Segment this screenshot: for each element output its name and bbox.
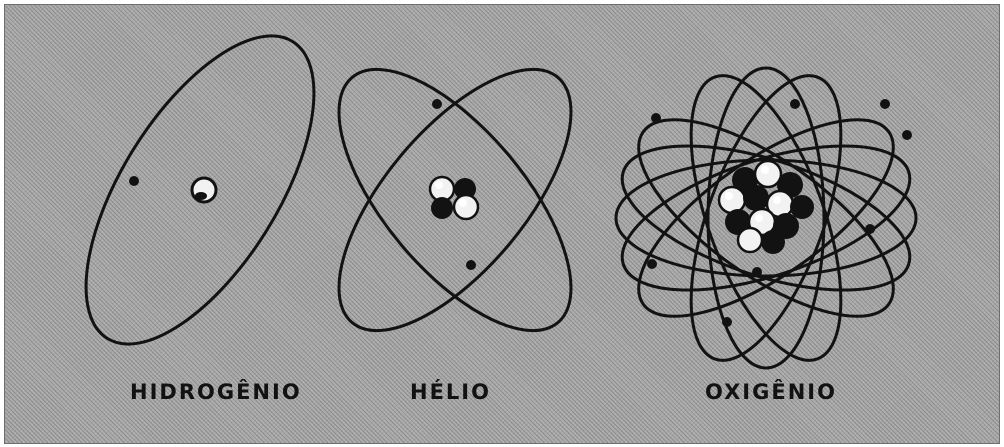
helium-label: HÉLIO (410, 380, 491, 404)
hydrogen-label: HIDROGÊNIO (130, 380, 302, 404)
oxygen-electron-7 (790, 99, 800, 109)
oxygen-electron-1 (651, 113, 661, 123)
oxygen-electron-3 (902, 130, 912, 140)
oxygen-atom (605, 57, 926, 379)
hydrogen-atom (41, 0, 359, 379)
hydrogen-nucleus (192, 178, 216, 202)
oxygen-electron-5 (647, 259, 657, 269)
oxygen-electron-8 (752, 267, 762, 277)
helium-electron-2 (466, 260, 476, 270)
helium-nucleus (430, 177, 478, 219)
oxygen-electron-2 (880, 99, 890, 109)
oxygen-label: OXIGÊNIO (705, 380, 837, 404)
oxygen-electron-6 (722, 317, 732, 327)
oxygen-nucleus (719, 161, 814, 254)
hydrogen-electron (129, 176, 139, 186)
oxygen-electron-4 (865, 224, 875, 234)
helium-electron-1 (432, 99, 442, 109)
helium-atom (299, 32, 612, 367)
